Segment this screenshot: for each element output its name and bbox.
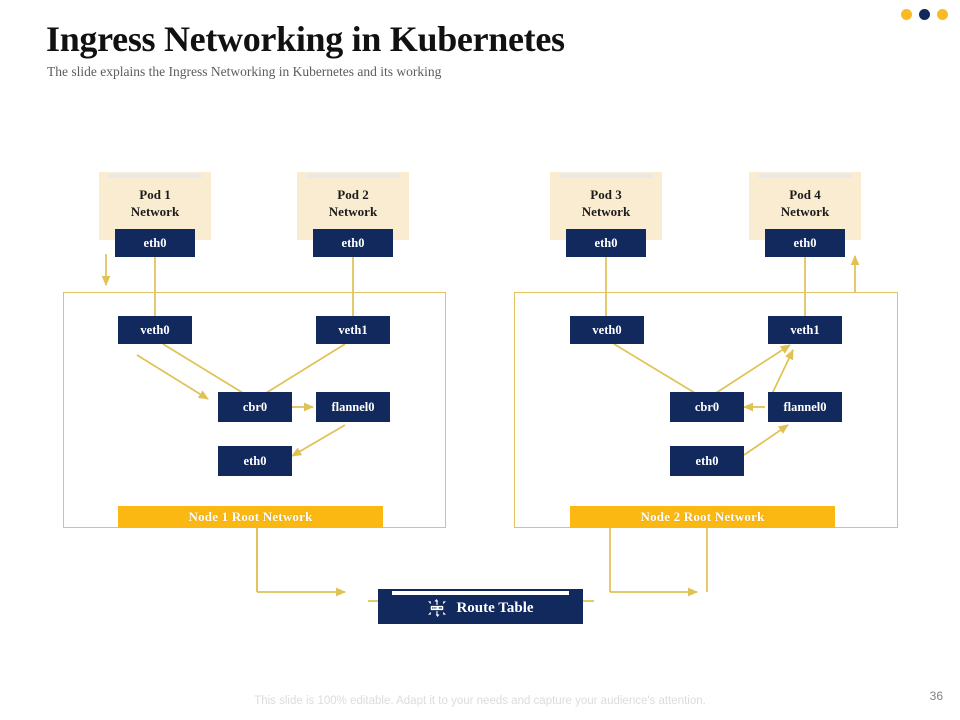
pod-2-label: Pod 2 Network (297, 186, 409, 220)
pod-1-label: Pod 1 Network (99, 186, 211, 220)
pod-3-network-box: Pod 3 Network (550, 172, 662, 240)
pod-4-network-box: Pod 4 Network (749, 172, 861, 240)
pod-2-network-box: Pod 2 Network (297, 172, 409, 240)
pod-4-line2: Network (780, 204, 830, 219)
pod-tab-decoration (306, 174, 400, 178)
page-number: 36 (929, 689, 943, 703)
decorative-dots (901, 9, 948, 20)
pod-tab-decoration (758, 174, 852, 178)
pod-1-line2: Network (130, 204, 180, 219)
dot-yellow-1-icon (901, 9, 912, 20)
node-2-banner: Node 2 Root Network (570, 506, 835, 528)
node-2-cbr0-chip[interactable]: cbr0 (670, 392, 744, 422)
node-2-veth1-chip[interactable]: veth1 (768, 316, 842, 344)
pod-2-eth0-chip[interactable]: eth0 (313, 229, 393, 257)
router-icon (428, 599, 447, 617)
pod-3-line1: Pod 3 (590, 187, 622, 202)
pod-4-line1: Pod 4 (789, 187, 821, 202)
node-1-flannel0-chip[interactable]: flannel0 (316, 392, 390, 422)
dot-navy-icon (919, 9, 930, 20)
pod-1-line1: Pod 1 (139, 187, 171, 202)
node-1-cbr0-chip[interactable]: cbr0 (218, 392, 292, 422)
pod-tab-decoration (559, 174, 653, 178)
pod-3-eth0-chip[interactable]: eth0 (566, 229, 646, 257)
route-table-top-accent (392, 591, 569, 595)
node-2-eth0-chip[interactable]: eth0 (670, 446, 744, 476)
pod-3-label: Pod 3 Network (550, 186, 662, 220)
node-1-banner: Node 1 Root Network (118, 506, 383, 528)
pod-tab-decoration (108, 174, 202, 178)
pod-1-network-box: Pod 1 Network (99, 172, 211, 240)
node-1-veth0-chip[interactable]: veth0 (118, 316, 192, 344)
pod-4-label: Pod 4 Network (749, 186, 861, 220)
node-2-veth0-chip[interactable]: veth0 (570, 316, 644, 344)
footer-note: This slide is 100% editable. Adapt it to… (254, 695, 706, 707)
route-table-box[interactable]: Route Table (378, 589, 583, 624)
node-1-veth1-chip[interactable]: veth1 (316, 316, 390, 344)
pod-2-line1: Pod 2 (337, 187, 369, 202)
pod-3-line2: Network (581, 204, 631, 219)
pod-2-line2: Network (328, 204, 378, 219)
pod-4-eth0-chip[interactable]: eth0 (765, 229, 845, 257)
page-subtitle: The slide explains the Ingress Networkin… (47, 64, 442, 79)
dot-yellow-2-icon (937, 9, 948, 20)
node-1-eth0-chip[interactable]: eth0 (218, 446, 292, 476)
page-title: Ingress Networking in Kubernetes (46, 19, 565, 59)
pod-1-eth0-chip[interactable]: eth0 (115, 229, 195, 257)
route-table-label: Route Table (456, 599, 534, 616)
node-2-flannel0-chip[interactable]: flannel0 (768, 392, 842, 422)
